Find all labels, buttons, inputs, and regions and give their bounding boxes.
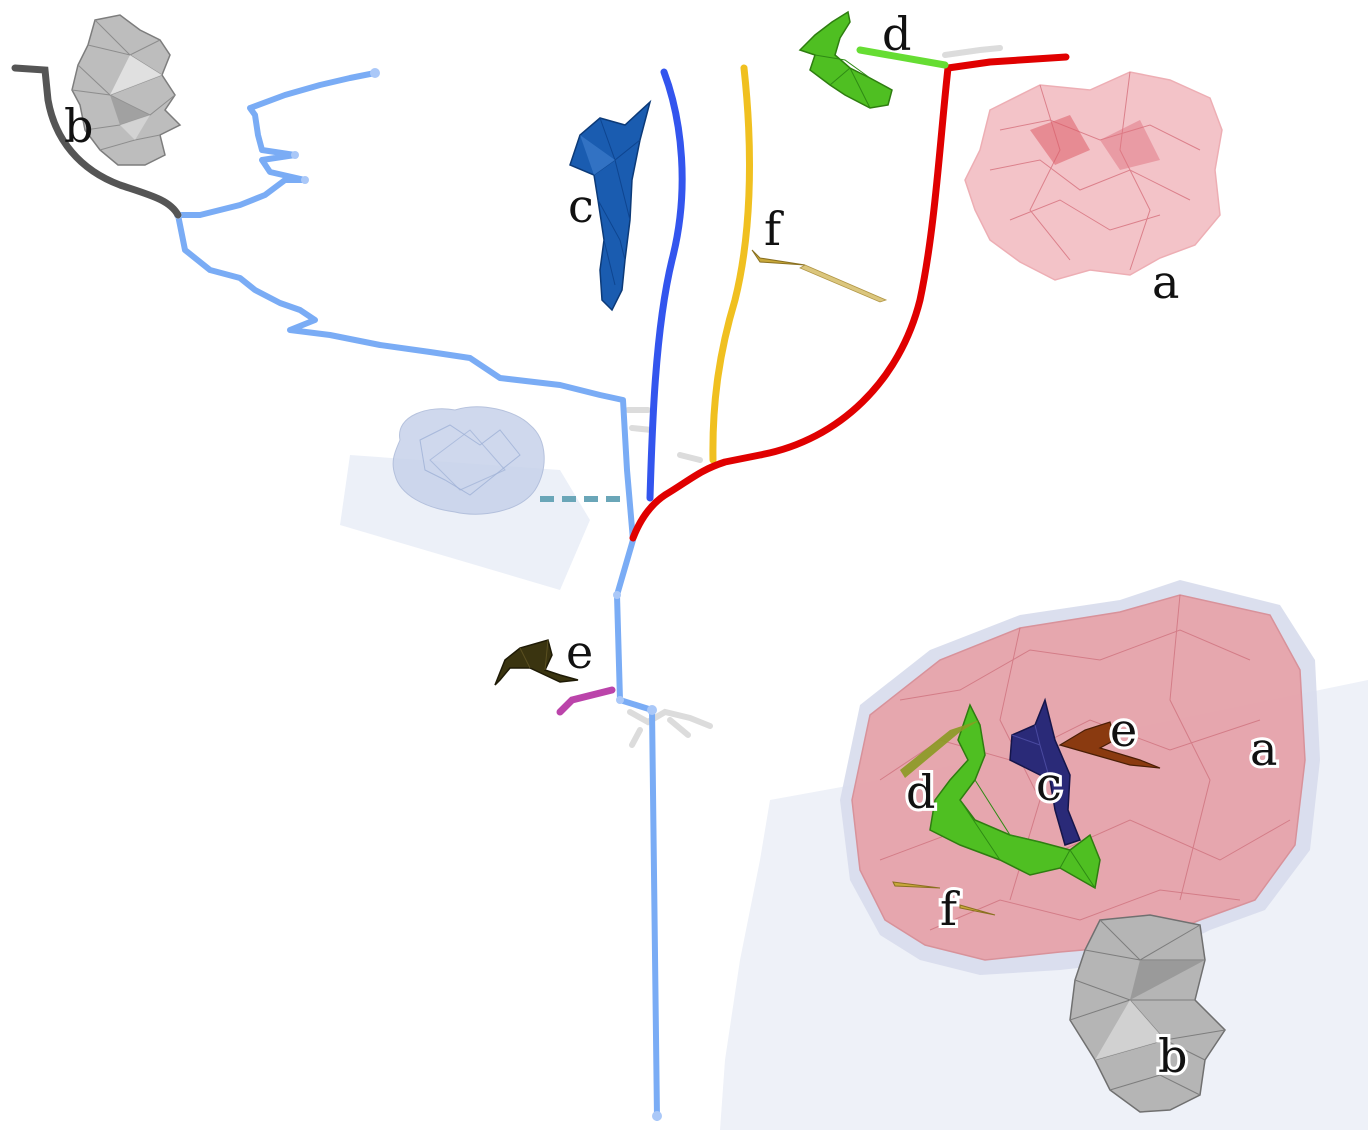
main-trunk-skeleton [175, 70, 660, 1121]
label-f-top: f [764, 202, 784, 256]
label-a-inset: a [1250, 722, 1277, 776]
branch-f-skeleton [709, 64, 754, 464]
label-a-top: a [1152, 255, 1179, 309]
branch-d-skeleton [856, 46, 949, 69]
mesh-f-top [751, 249, 888, 303]
branch-e-skeleton [556, 686, 616, 716]
label-b-inset: b [1158, 1029, 1187, 1083]
combined-inset [720, 580, 1368, 1130]
label-d-inset: d [906, 765, 935, 819]
mesh-b-top [71, 14, 182, 166]
label-c-inset: c [1036, 757, 1062, 811]
mesh-d-top [798, 10, 893, 109]
label-c-top: c [568, 179, 594, 233]
label-f-inset: f [940, 882, 960, 936]
mesh-a-top [964, 71, 1223, 281]
mesh-e-left [494, 639, 579, 686]
label-e-inset: e [1110, 703, 1137, 757]
label-b-top: b [64, 99, 93, 153]
mesh-c-top [569, 99, 652, 312]
ghost-cell-mesh [340, 406, 590, 590]
branch-c-skeleton [646, 68, 686, 502]
label-e-top: e [566, 625, 593, 679]
branch-b-skeleton [11, 64, 182, 219]
grey-side-sprigs [625, 45, 1003, 748]
branch-a-skeleton [629, 53, 1070, 542]
label-d-top: d [882, 7, 911, 61]
